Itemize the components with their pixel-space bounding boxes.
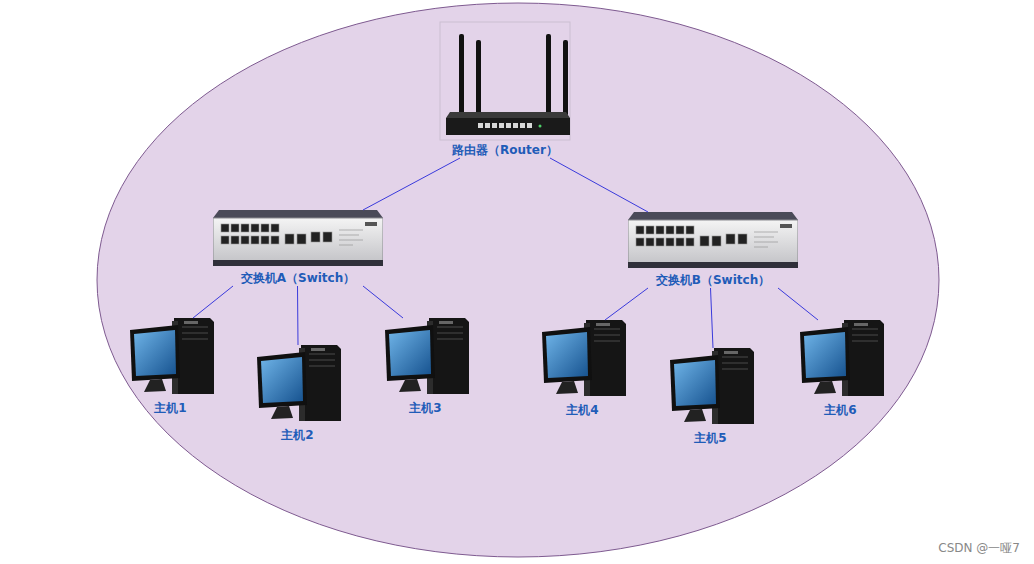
host-icon — [800, 320, 884, 396]
network-link — [363, 286, 403, 318]
device-label: 主机3 — [409, 400, 441, 416]
network-link — [297, 286, 299, 345]
host-node: 主机3 — [383, 318, 468, 416]
host-node: 主机6 — [798, 320, 883, 418]
switch-node: 交换机B（Switch） — [628, 212, 798, 288]
router-node: 路由器（Router） — [440, 22, 570, 158]
router-icon — [440, 22, 570, 140]
device-label: 交换机B（Switch） — [656, 272, 770, 288]
network-link — [605, 288, 648, 320]
switch-node: 交换机A（Switch） — [213, 210, 383, 286]
network-link — [711, 288, 714, 348]
host-node: 主机1 — [128, 318, 213, 416]
host-icon — [542, 320, 626, 396]
host-node: 主机4 — [540, 320, 625, 418]
host-icon — [130, 318, 214, 394]
network-link — [193, 286, 233, 318]
network-link — [363, 158, 460, 210]
device-label: 主机2 — [281, 427, 313, 443]
switch-icon — [628, 212, 798, 268]
watermark: CSDN @一哑7 — [938, 540, 1020, 557]
device-label: 主机6 — [824, 402, 856, 418]
switch-icon — [213, 210, 383, 266]
device-label: 主机5 — [694, 430, 726, 446]
host-node: 主机2 — [255, 345, 340, 443]
device-label: 主机4 — [566, 402, 598, 418]
device-label: 主机1 — [154, 400, 186, 416]
network-region — [97, 3, 939, 557]
device-label: 路由器（Router） — [452, 142, 558, 158]
host-icon — [257, 345, 341, 421]
host-node: 主机5 — [668, 348, 753, 446]
device-label: 交换机A（Switch） — [241, 270, 356, 286]
network-link — [550, 158, 648, 212]
host-icon — [385, 318, 469, 394]
network-link — [778, 288, 818, 320]
host-icon — [670, 348, 754, 424]
